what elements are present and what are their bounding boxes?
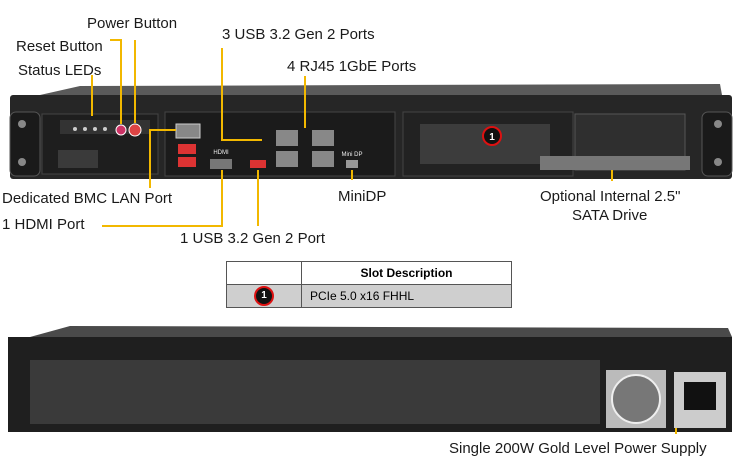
bmc-lan-port — [175, 123, 201, 139]
rack-screw — [18, 158, 26, 166]
reset-button-callout: Reset Button — [16, 38, 103, 55]
usb-front-3-callout: 3 USB 3.2 Gen 2 Ports — [222, 26, 375, 43]
rj45-port — [276, 151, 298, 167]
power-button[interactable] — [128, 123, 142, 137]
hdmi-port — [210, 159, 232, 169]
status-led — [103, 127, 107, 131]
slot-number-cell: 1 — [226, 284, 302, 308]
slot-table-header-row: Slot Description — [226, 261, 512, 285]
rj45-port — [312, 130, 334, 146]
sata-drive-callout-line2: SATA Drive — [572, 207, 648, 224]
right-rack-ear — [701, 111, 733, 177]
rear-chassis — [8, 326, 732, 432]
front-leader-lines — [91, 39, 613, 227]
reset-button-leader — [110, 39, 122, 124]
rear-chassis-top — [30, 326, 732, 337]
slot-1-marker-number: 1 — [489, 132, 495, 143]
slot-1-marker — [482, 126, 502, 146]
reset-button[interactable] — [115, 124, 127, 136]
rack-screw — [18, 120, 26, 128]
minidp-port — [346, 160, 358, 168]
sata-drive-callout-line1: Optional Internal 2.5" — [540, 188, 681, 205]
front-chassis: HDMI Mini DP 1 — [9, 84, 733, 179]
rack-screw — [714, 120, 722, 128]
slot-description-table: Slot Description 1 PCIe 5.0 x16 FHHL — [226, 261, 512, 308]
status-led — [73, 127, 77, 131]
rear-vent-grid — [30, 360, 600, 424]
minidp-callout: MiniDP — [338, 188, 387, 205]
slot-table-blank-header — [226, 261, 302, 285]
minidp-port-label: Mini DP — [341, 152, 362, 158]
rj45-port — [312, 151, 334, 167]
psu-fan-blade — [611, 374, 661, 424]
status-led — [83, 127, 87, 131]
hdmi-port-label: HDMI — [213, 150, 229, 156]
rj45-port — [276, 130, 298, 146]
front-chassis-top — [40, 84, 722, 95]
slot-description-cell: PCIe 5.0 x16 FHHL — [301, 284, 512, 308]
rack-screw — [714, 158, 722, 166]
hdmi-leader — [102, 170, 223, 227]
rj45-callout: 4 RJ45 1GbE Ports — [287, 58, 417, 75]
usb-port — [178, 144, 196, 154]
front-vent — [58, 150, 98, 168]
table-row: 1 PCIe 5.0 x16 FHHL — [226, 284, 512, 308]
status-led — [93, 127, 97, 131]
status-leds-callout: Status LEDs — [18, 62, 102, 79]
left-rack-ear — [9, 111, 41, 177]
power-button-callout: Power Button — [87, 15, 178, 32]
usb-port — [178, 157, 196, 167]
usb-front-3-leader — [221, 48, 262, 141]
usb-port — [250, 160, 266, 168]
bmc-lan-leader — [149, 129, 176, 188]
hdmi-callout: 1 HDMI Port — [2, 216, 85, 233]
sata-drive-vent — [540, 156, 690, 170]
bmc-lan-callout: Dedicated BMC LAN Port — [2, 190, 173, 207]
usb-front-1-callout: 1 USB 3.2 Gen 2 Port — [180, 230, 326, 247]
slot-table-header: Slot Description — [301, 261, 512, 285]
slot-number-badge: 1 — [254, 286, 274, 306]
power-inlet — [684, 382, 716, 410]
power-supply-callout: Single 200W Gold Level Power Supply — [449, 440, 707, 457]
